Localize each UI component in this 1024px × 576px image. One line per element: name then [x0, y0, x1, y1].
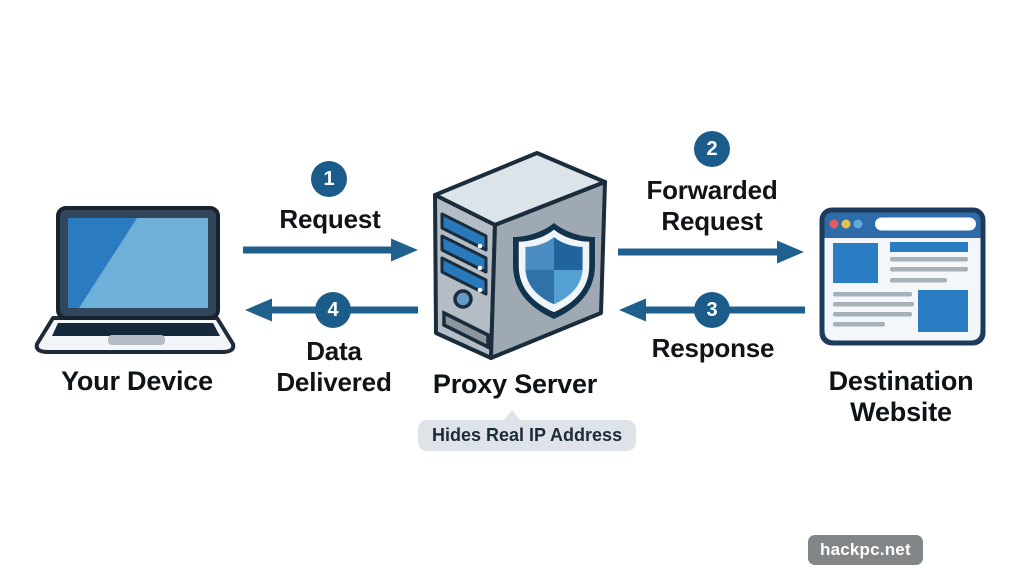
laptop-touchpad — [108, 335, 165, 345]
server-vent — [442, 310, 490, 350]
content-text-line — [833, 322, 885, 327]
drive-led — [477, 287, 483, 293]
server-with-shield-icon — [433, 151, 607, 360]
content-image-block — [833, 243, 878, 283]
content-image-block — [918, 290, 968, 332]
content-text-line — [890, 278, 947, 283]
server-drive-slot — [440, 234, 488, 274]
browser-window-icon — [819, 207, 986, 346]
laptop-keyboard — [52, 323, 220, 336]
browser-url-bar — [875, 217, 976, 231]
destination-label: Destination Website — [828, 366, 974, 427]
content-text-line — [890, 257, 968, 262]
tooltip-caret — [502, 410, 522, 422]
request-arrow-right-icon — [243, 238, 418, 262]
browser-dot-red — [829, 219, 839, 229]
browser-dot-yellow — [841, 219, 851, 229]
step-badge-4: 4 — [315, 292, 351, 328]
content-text-line — [833, 312, 912, 317]
content-text-line — [833, 302, 914, 307]
content-text-line — [890, 267, 968, 272]
content-heading-bar — [890, 242, 968, 252]
drive-led — [477, 265, 483, 271]
laptop-icon — [34, 206, 236, 354]
laptop-screen-glare — [79, 218, 208, 308]
shield-icon — [513, 223, 595, 319]
proxy-tooltip: Hides Real IP Address — [418, 420, 637, 451]
forwarded-request-label: Forwarded Request — [646, 175, 778, 237]
server-power-button — [453, 289, 473, 309]
server-drive-slot — [440, 212, 488, 252]
server-drive-slot — [440, 256, 488, 296]
forwarded-arrow-right-icon — [618, 240, 804, 264]
step-badge-3: 3 — [694, 292, 730, 328]
response-label: Response — [651, 333, 775, 363]
device-label: Your Device — [61, 366, 213, 396]
watermark-badge: hackpc.net — [808, 535, 923, 565]
drive-led — [477, 243, 483, 249]
step-badge-2: 2 — [694, 131, 730, 167]
request-label: Request — [279, 204, 381, 234]
data-delivered-label: Data Delivered — [276, 336, 392, 398]
proxy-label: Proxy Server — [432, 369, 598, 399]
browser-dot-blue — [853, 219, 863, 229]
content-text-line — [833, 292, 912, 297]
step-badge-1: 1 — [311, 161, 347, 197]
